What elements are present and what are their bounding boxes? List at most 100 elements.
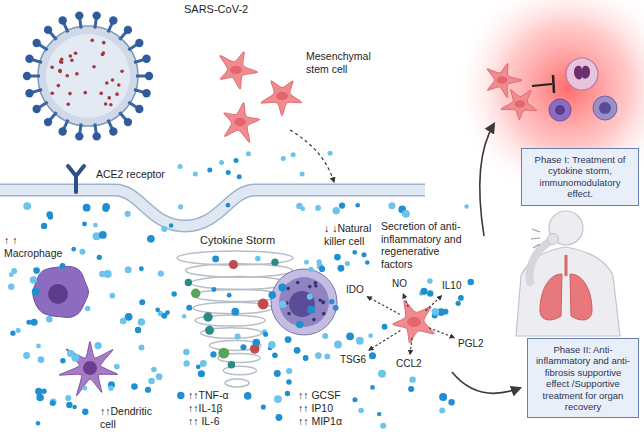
cell-label: Mesenchymal stem cell bbox=[306, 50, 378, 75]
cytokine-dot bbox=[427, 290, 433, 296]
cytokine-dot bbox=[338, 265, 345, 272]
cytokine-dot bbox=[303, 355, 309, 361]
cytokine-dot bbox=[147, 235, 155, 243]
cytokine-dot bbox=[139, 344, 145, 350]
stem-cell bbox=[487, 63, 522, 97]
macrophage-small bbox=[549, 99, 571, 121]
nk-granule bbox=[322, 312, 326, 316]
cytokine-dot bbox=[183, 360, 189, 366]
virus-spike-head bbox=[25, 55, 33, 63]
virus-protein bbox=[74, 51, 78, 55]
cytokine-dot bbox=[409, 376, 415, 382]
cytokine-dot bbox=[158, 270, 164, 276]
factor-label: PGL2 bbox=[458, 338, 484, 350]
cytokine-dot bbox=[231, 308, 239, 316]
cytokine-dot bbox=[148, 378, 155, 385]
cytokine-dot bbox=[439, 407, 445, 413]
dashed-arrow bbox=[290, 130, 334, 182]
stem-cell bbox=[393, 300, 435, 343]
cytokine-dot bbox=[182, 314, 186, 318]
cytokine-particle bbox=[228, 361, 236, 369]
cell-membrane-inner bbox=[0, 190, 425, 226]
cytokine-dot bbox=[82, 222, 87, 227]
cytokine-dot bbox=[35, 388, 42, 395]
cytokine-dot bbox=[443, 309, 449, 315]
inhibition-line bbox=[532, 84, 552, 86]
cytokine-dot bbox=[104, 270, 112, 278]
cytokine-particle bbox=[258, 299, 269, 310]
factor-label: IL10 bbox=[442, 280, 461, 292]
cytokine-dot bbox=[46, 211, 53, 218]
cytokine-dot bbox=[361, 252, 366, 257]
virus-body bbox=[38, 26, 138, 126]
secretion-arrow bbox=[426, 296, 442, 311]
cytokine-dot bbox=[178, 164, 183, 169]
cytokine-dot bbox=[286, 379, 292, 385]
virus-spike-head bbox=[58, 16, 66, 24]
cytokine-dot bbox=[178, 204, 183, 209]
cytokine-particle bbox=[191, 289, 200, 298]
cytokine-dot bbox=[285, 391, 290, 396]
virus-protein bbox=[70, 58, 74, 62]
cytokine-dot bbox=[356, 337, 364, 345]
cytokine-dot bbox=[23, 202, 31, 210]
phase-text: Phase I: Treatment of cytokine storm, im… bbox=[528, 154, 632, 200]
cytokine-dot bbox=[268, 291, 276, 299]
cytokine-dot bbox=[427, 278, 433, 284]
cytokine-dot bbox=[226, 170, 231, 175]
cytokine-dot bbox=[235, 333, 241, 339]
factor-label: TSG6 bbox=[340, 354, 366, 366]
nk-granule bbox=[318, 298, 322, 302]
cytokine-label: ↑↑ IP10 bbox=[298, 402, 333, 415]
cytokine-dot bbox=[439, 393, 447, 401]
virus-spike-head bbox=[44, 26, 52, 34]
cytokine-dot bbox=[138, 318, 146, 326]
virus-spike-head bbox=[32, 105, 40, 113]
secretion-arrow bbox=[403, 294, 408, 307]
virus-protein bbox=[105, 81, 109, 85]
virus-label: SARS-CoV-2 bbox=[184, 3, 248, 16]
secretion-arrow bbox=[369, 330, 400, 350]
cell-label: ↓ ↓Natural killer cell bbox=[324, 222, 390, 247]
cytokine-dot bbox=[212, 255, 219, 262]
stem-cell-nucleus bbox=[407, 317, 421, 327]
cytokine-dot bbox=[99, 231, 107, 239]
virus-protein bbox=[58, 70, 62, 74]
patient-arm bbox=[530, 241, 551, 282]
cytokine-dot bbox=[30, 276, 37, 283]
cytokine-dot bbox=[23, 352, 30, 359]
cytokine-dot bbox=[319, 266, 325, 272]
cytokine-dot bbox=[72, 405, 76, 409]
stem-cell-nucleus bbox=[234, 118, 246, 127]
patient-hand bbox=[548, 234, 559, 245]
cytokine-dot bbox=[448, 399, 454, 405]
cytokine-dot bbox=[71, 247, 76, 252]
cytokine-dot bbox=[186, 305, 192, 311]
stem-cell-nucleus bbox=[276, 92, 288, 101]
cytokine-dot bbox=[226, 203, 231, 208]
factor-label: IDO bbox=[346, 284, 364, 296]
cytokine-dot bbox=[281, 156, 286, 161]
macrophage-nucleus bbox=[555, 105, 565, 115]
factor-label: CCL2 bbox=[396, 358, 422, 370]
stem-cell bbox=[501, 90, 537, 120]
ace2-receptor-symbol bbox=[68, 166, 84, 192]
secretion-arrow bbox=[367, 297, 400, 315]
cytokine-dot bbox=[161, 226, 167, 232]
virus-spike-head bbox=[58, 127, 66, 135]
secretion-arrow bbox=[410, 338, 412, 354]
cytokine-dot bbox=[67, 350, 74, 357]
cytokine-dot bbox=[38, 356, 45, 363]
cytokine-dot bbox=[304, 260, 309, 265]
cytokine-dot bbox=[50, 400, 56, 406]
cytokine-dot bbox=[36, 344, 41, 349]
virus-spike-head bbox=[23, 72, 31, 80]
curved-arrow bbox=[480, 124, 494, 236]
cytokine-label: ↑↑ IL-6 bbox=[188, 415, 220, 428]
cytokine-particle bbox=[185, 279, 192, 286]
cytokine-dot bbox=[276, 414, 283, 421]
cytokine-dot bbox=[291, 152, 296, 157]
phase-text: Phase II: Anti-inflammatory and anti-fib… bbox=[534, 344, 632, 412]
virus-protein bbox=[107, 96, 111, 100]
cytokine-dot bbox=[388, 202, 395, 209]
